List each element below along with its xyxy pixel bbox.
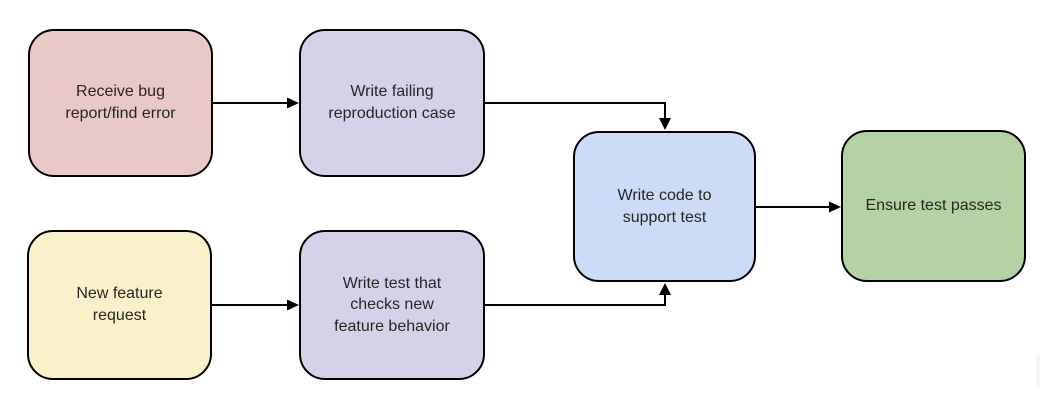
node-receive-bug-report: Receive bug report/find error bbox=[28, 29, 213, 177]
node-write-code-to-support-test: Write code to support test bbox=[573, 131, 756, 282]
node-write-failing-reproduction-case: Write failing reproduction case bbox=[299, 29, 485, 177]
arrow-line bbox=[485, 294, 666, 306]
node-label: New feature request bbox=[76, 285, 163, 324]
node-label: Receive bug report/find error bbox=[65, 83, 176, 122]
arrow-test-to-code bbox=[485, 283, 671, 306]
arrow-code-to-pass bbox=[756, 201, 841, 213]
arrow-line bbox=[485, 102, 666, 119]
arrow-bug-to-repro bbox=[213, 97, 299, 109]
scrollbar-artifact bbox=[1036, 354, 1040, 388]
node-write-test-checks-new-feature: Write test that checks new feature behav… bbox=[299, 230, 485, 380]
node-new-feature-request: New feature request bbox=[27, 230, 212, 380]
arrow-repro-to-code bbox=[485, 102, 671, 130]
arrowhead-up-icon bbox=[659, 283, 671, 295]
node-label: Write code to support test bbox=[617, 186, 712, 226]
arrowhead-right-icon bbox=[829, 201, 841, 213]
node-label: Write failing reproduction case bbox=[328, 83, 456, 122]
arrowhead-right-icon bbox=[287, 299, 299, 311]
arrowhead-right-icon bbox=[287, 97, 299, 109]
node-ensure-test-passes: Ensure test passes bbox=[841, 130, 1026, 282]
node-label: Write test that checks new feature behav… bbox=[334, 274, 450, 335]
arrowhead-down-icon bbox=[659, 118, 671, 130]
arrow-feature-to-test bbox=[212, 299, 299, 311]
node-label: Ensure test passes bbox=[865, 197, 1002, 215]
